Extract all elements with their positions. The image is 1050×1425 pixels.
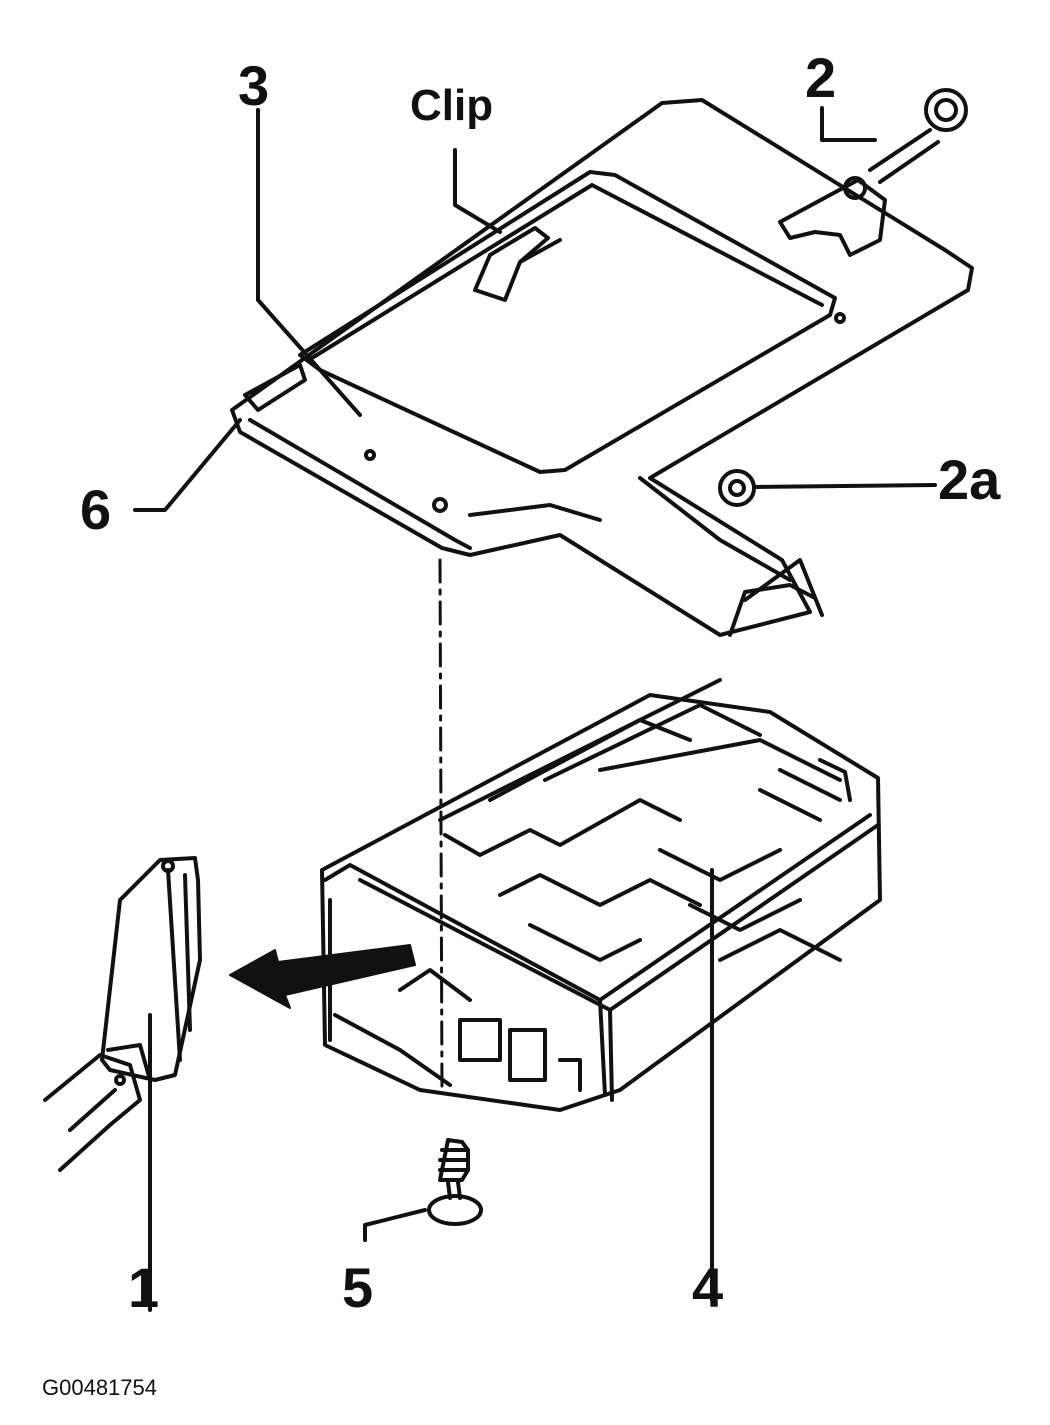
callout-5: 5 — [342, 1256, 374, 1319]
nut-2a — [718, 469, 756, 507]
callout-3: 3 — [238, 54, 270, 117]
leader-6 — [133, 418, 242, 512]
leader-2a — [753, 483, 937, 489]
bolt-2 — [778, 88, 968, 257]
callout-1: 1 — [128, 1256, 160, 1319]
leader-2 — [820, 106, 877, 142]
harness-connector — [43, 856, 202, 1172]
leader-5 — [363, 1208, 427, 1242]
callout-6: 6 — [80, 478, 112, 541]
figure-code: G00481754 — [42, 1375, 157, 1400]
bracket-clip — [743, 558, 824, 617]
callout-2a: 2a — [938, 448, 1001, 511]
screw-5 — [427, 1138, 483, 1226]
mounting-bracket — [230, 98, 974, 637]
callout-clip: Clip — [410, 81, 494, 130]
leader-lines — [133, 106, 937, 1312]
leader-3 — [256, 108, 362, 417]
leader-clip — [453, 148, 502, 234]
callout-4: 4 — [692, 1256, 724, 1319]
removal-direction-arrow — [229, 944, 416, 1009]
control-module — [320, 678, 882, 1112]
callout-2: 2 — [805, 46, 837, 109]
alignment-centerline — [438, 558, 444, 1092]
